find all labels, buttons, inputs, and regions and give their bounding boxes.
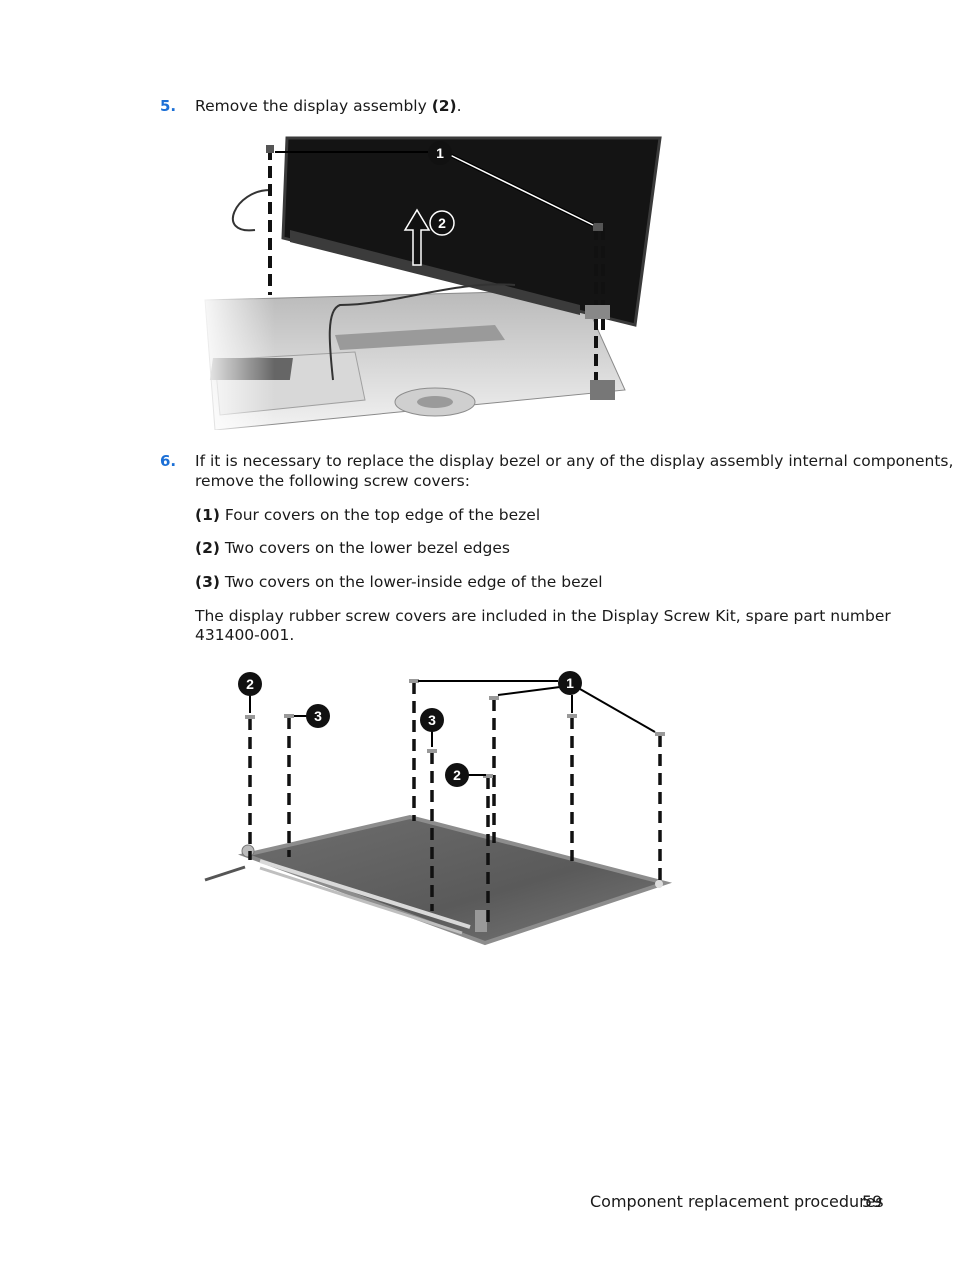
figure2-callout-1: 1 bbox=[566, 675, 574, 691]
step-5-text-main: Remove the display assembly bbox=[195, 97, 432, 115]
figure-screw-covers: 2 3 1 3 2 bbox=[204, 671, 673, 946]
screw-cover-item-3: (3) Two covers on the lower-inside edge … bbox=[195, 572, 603, 592]
figure-display-assembly-removal: 1 2 bbox=[195, 136, 662, 430]
item-3-text: Two covers on the lower-inside edge of t… bbox=[219, 573, 603, 591]
figure1-callout-2: 2 bbox=[438, 215, 446, 231]
step-6-number: 6. bbox=[160, 452, 177, 470]
step-5-callout-ref: (2) bbox=[431, 97, 457, 115]
screw-kit-note-line-2: 431400-001. bbox=[195, 626, 295, 644]
item-2-ref: (2) bbox=[195, 539, 220, 557]
step-6-line-1: If it is necessary to replace the displa… bbox=[195, 452, 954, 470]
screw-cover-item-2: (2) Two covers on the lower bezel edges bbox=[195, 538, 510, 558]
screw-cover-item-1: (1) Four covers on the top edge of the b… bbox=[195, 505, 540, 525]
page-number: 59 bbox=[862, 1192, 883, 1211]
footer-section-title: Component replacement procedures bbox=[590, 1192, 884, 1211]
display-panel bbox=[281, 136, 662, 327]
figure2-callout-2-center: 2 bbox=[453, 767, 461, 783]
lift-arrow-icon bbox=[403, 208, 431, 266]
step-6-line-2: remove the following screw covers: bbox=[195, 472, 470, 490]
figure2-callout-3-center: 3 bbox=[428, 712, 436, 728]
step-5-number: 5. bbox=[160, 97, 177, 115]
figure2-callout-2-left: 2 bbox=[246, 676, 254, 692]
screw-kit-note-line-1: The display rubber screw covers are incl… bbox=[195, 607, 891, 625]
figure1-callout-1: 1 bbox=[436, 145, 444, 161]
item-1-ref: (1) bbox=[195, 506, 220, 524]
step-5-text: Remove the display assembly (2). bbox=[195, 96, 462, 116]
item-1-text: Four covers on the top edge of the bezel bbox=[219, 506, 541, 524]
item-3-ref: (3) bbox=[195, 573, 220, 591]
antenna-cable bbox=[328, 283, 516, 381]
figure2-callout-3-left: 3 bbox=[314, 708, 322, 724]
item-2-text: Two covers on the lower bezel edges bbox=[219, 539, 510, 557]
step-5-text-end: . bbox=[456, 97, 462, 115]
